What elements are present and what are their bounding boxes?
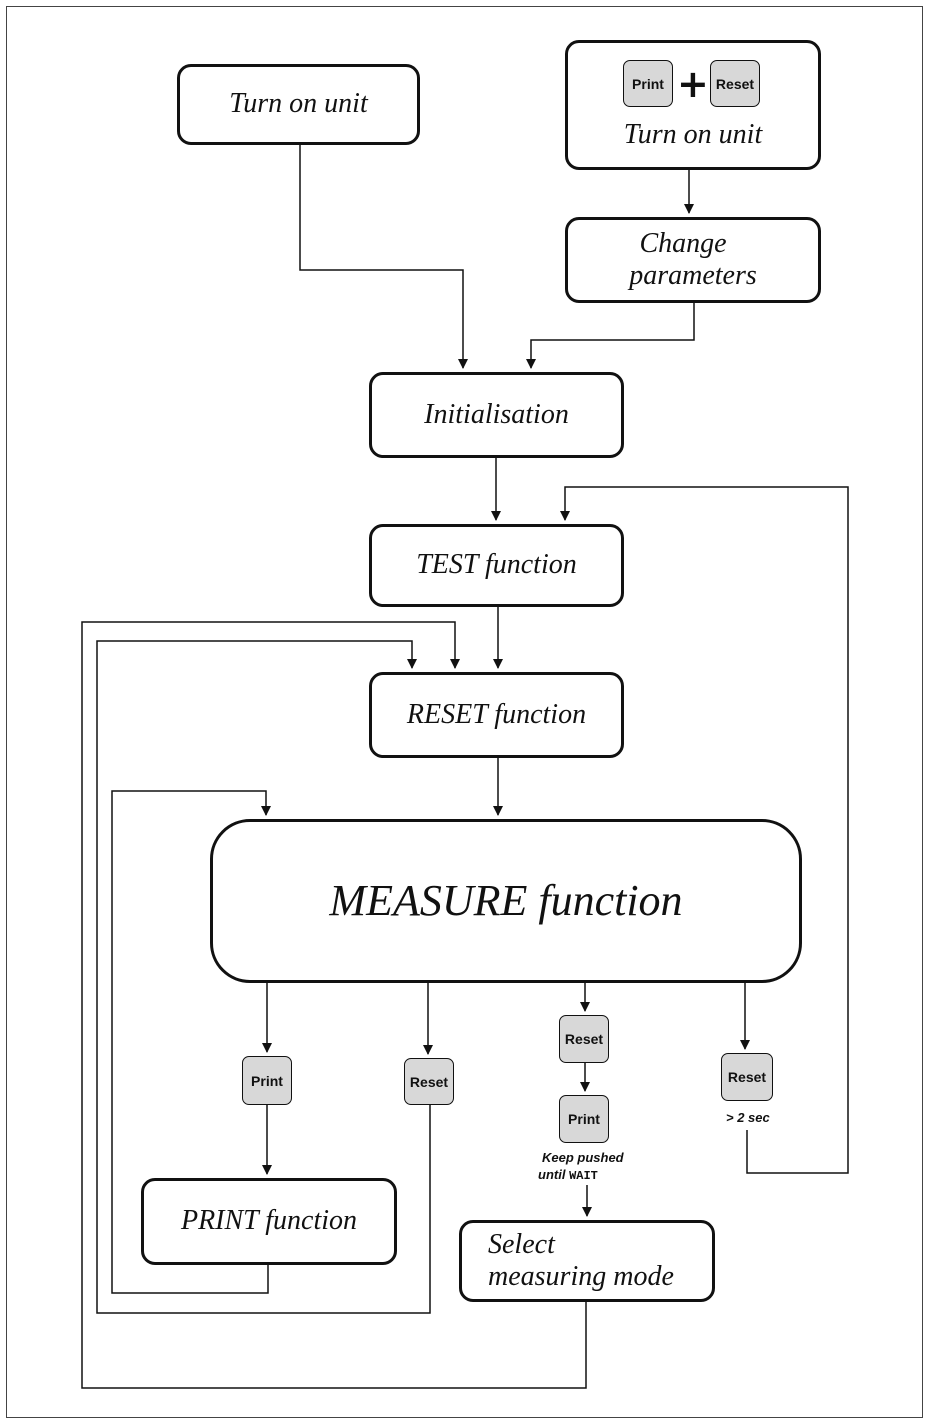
select-measuring-mode-box: Select measuring mode	[459, 1220, 715, 1302]
reset-function-label: RESET function	[406, 698, 587, 730]
until-wait-note: until WAIT	[538, 1167, 598, 1183]
print-key: Print	[242, 1056, 292, 1105]
select-line1: Select	[488, 1228, 555, 1260]
reset-key-2sec: Reset	[721, 1053, 773, 1101]
combo-turn-on-label: Turn on unit	[623, 118, 763, 150]
keep-pushed-note: Keep pushed	[542, 1150, 624, 1165]
print-key-mode: Print	[559, 1095, 609, 1143]
measure-function-box: MEASURE function	[210, 819, 802, 983]
reset-key-combo: Reset	[710, 60, 760, 107]
measure-function-label: MEASURE function	[329, 875, 683, 925]
two-sec-note: > 2 sec	[726, 1110, 770, 1125]
connector-reset2sec-to-test	[560, 486, 849, 1174]
wait-label: WAIT	[569, 1169, 598, 1183]
change-parameters-line2: parameters	[629, 260, 757, 291]
plus-icon: +	[677, 62, 709, 106]
connector-resetkey-to-reset	[96, 640, 431, 1314]
connector-change-to-init	[526, 303, 695, 369]
connector-turnon-to-init	[299, 145, 468, 369]
turn-on-unit-label: Turn on unit	[229, 88, 368, 120]
change-parameters-line1: Change	[639, 227, 727, 259]
turn-on-unit-box: Turn on unit	[177, 64, 420, 145]
connector-select-to-reset	[81, 621, 587, 1389]
initialisation-box: Initialisation	[369, 372, 624, 458]
test-function-box: TEST function	[369, 524, 624, 607]
test-function-label: TEST function	[416, 549, 577, 581]
diagram-frame	[6, 6, 923, 1418]
change-parameters-box: Change parameters	[565, 217, 821, 303]
until-label: until	[538, 1167, 566, 1182]
reset-key-mode: Reset	[559, 1015, 609, 1063]
initialisation-label: Initialisation	[424, 398, 569, 430]
combo-turn-on-box: Turn on unit	[565, 40, 821, 170]
print-key-combo: Print	[623, 60, 673, 107]
reset-key: Reset	[404, 1058, 454, 1105]
connector-print-to-measure	[111, 790, 271, 1294]
select-line2: measuring mode	[488, 1261, 674, 1292]
print-function-label: PRINT function	[180, 1205, 358, 1237]
print-function-box: PRINT function	[141, 1178, 397, 1265]
reset-function-box: RESET function	[369, 672, 624, 758]
